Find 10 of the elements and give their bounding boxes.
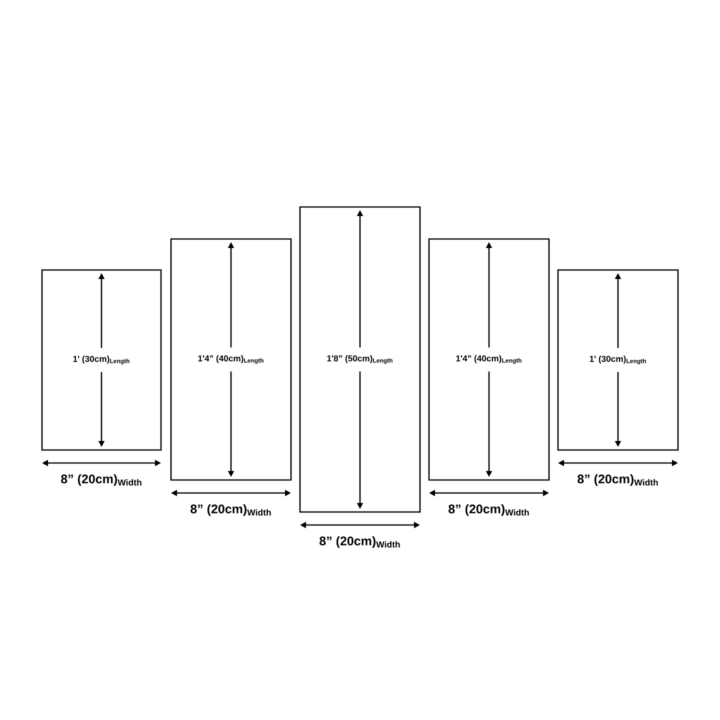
dimension-label: 8” (20cm)$_{Width}$ xyxy=(320,536,400,548)
panel: 1'8” (50cm)$_{Length}$ xyxy=(299,206,421,513)
panel: 1'4” (40cm)$_{Length}$ xyxy=(170,238,292,481)
dimension-label: 8” (20cm)$_{Width}$ xyxy=(190,504,271,516)
dimension-label: 8” (20cm)$_{Width}$ xyxy=(448,504,529,516)
dimension-label: 8” (20cm)$_{Width}$ xyxy=(61,474,142,486)
dimension-label: 8” (20cm)$_{Width}$ xyxy=(578,474,658,486)
panel: 1'4” (40cm)$_{Length}$ xyxy=(428,238,550,481)
panel: 1' (30cm)$_{Length}$ xyxy=(41,269,162,451)
panel: 1' (30cm)$_{Length}$ xyxy=(557,269,679,451)
